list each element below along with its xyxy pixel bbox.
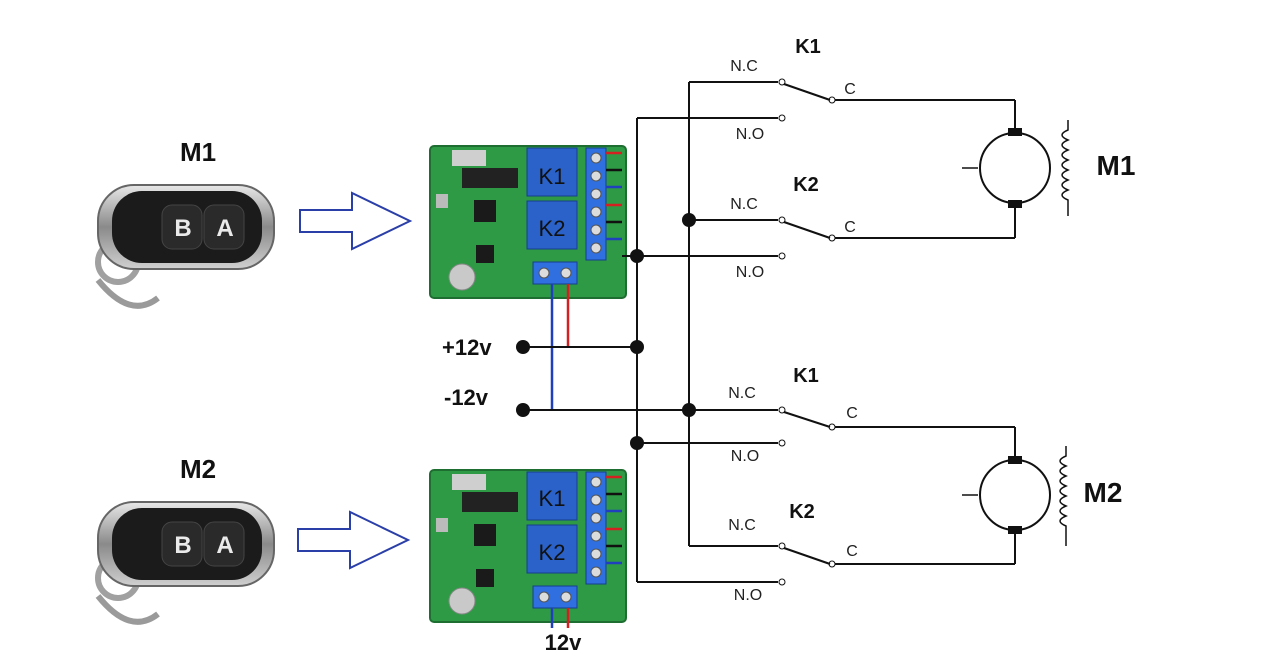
button-b: B bbox=[174, 215, 191, 242]
receiver-board-2: K1 K2 bbox=[429, 469, 627, 623]
switch-label: K1 bbox=[793, 365, 819, 387]
motor-label: M1 bbox=[1097, 150, 1136, 181]
remote-title: M2 bbox=[180, 454, 216, 484]
c-label: C bbox=[844, 81, 856, 98]
positive-label: +12v bbox=[442, 335, 492, 360]
board-2-output-wires bbox=[606, 475, 622, 565]
c-label: C bbox=[844, 219, 856, 236]
switch-k2-m1: K2 N.C N.O C bbox=[730, 174, 1015, 281]
negative-label: -12v bbox=[444, 385, 489, 410]
no-label: N.O bbox=[736, 264, 764, 281]
remote-title: M1 bbox=[180, 137, 216, 167]
receiver-board-1: K1 K2 bbox=[429, 145, 627, 299]
no-label: N.O bbox=[731, 448, 759, 465]
switch-k2-m2: K2 N.C N.O C bbox=[728, 501, 1015, 604]
c-label: C bbox=[846, 543, 858, 560]
remote-m2: M2 B A bbox=[95, 454, 275, 625]
arrow-icon bbox=[297, 510, 411, 570]
board-1-output-wires bbox=[606, 151, 622, 241]
bus-lines bbox=[622, 81, 778, 583]
nc-label: N.C bbox=[730, 196, 758, 213]
switch-k1-m1: K1 N.C N.O C bbox=[730, 36, 1015, 143]
button-a: A bbox=[216, 215, 233, 242]
junction-dots bbox=[630, 213, 696, 450]
relay-label: K1 bbox=[539, 164, 566, 189]
relay-label: K2 bbox=[539, 540, 566, 565]
motor-label: M2 bbox=[1084, 477, 1123, 508]
arrow-icon bbox=[299, 191, 413, 251]
button-b: B bbox=[174, 532, 191, 559]
power-feed: +12v -12v bbox=[442, 284, 689, 417]
supply-label: 12v bbox=[545, 630, 582, 655]
no-label: N.O bbox=[736, 126, 764, 143]
nc-label: N.C bbox=[730, 58, 758, 75]
relay-label: K1 bbox=[539, 486, 566, 511]
relay-label: K2 bbox=[539, 216, 566, 241]
nc-label: N.C bbox=[728, 385, 756, 402]
no-label: N.O bbox=[734, 587, 762, 604]
button-a: A bbox=[216, 532, 233, 559]
remote-m1: M1 B A bbox=[95, 137, 275, 309]
switch-label: K1 bbox=[795, 36, 821, 58]
switch-label: K2 bbox=[789, 501, 815, 523]
switch-label: K2 bbox=[793, 174, 819, 196]
switch-k1-m2: K1 N.C N.O C bbox=[728, 365, 1015, 465]
motor-m1: M1 bbox=[962, 100, 1135, 238]
c-label: C bbox=[846, 405, 858, 422]
remote-fob: B A bbox=[95, 501, 275, 625]
remote-fob: B A bbox=[95, 184, 275, 309]
nc-label: N.C bbox=[728, 517, 756, 534]
motor-m2: M2 bbox=[962, 427, 1122, 564]
